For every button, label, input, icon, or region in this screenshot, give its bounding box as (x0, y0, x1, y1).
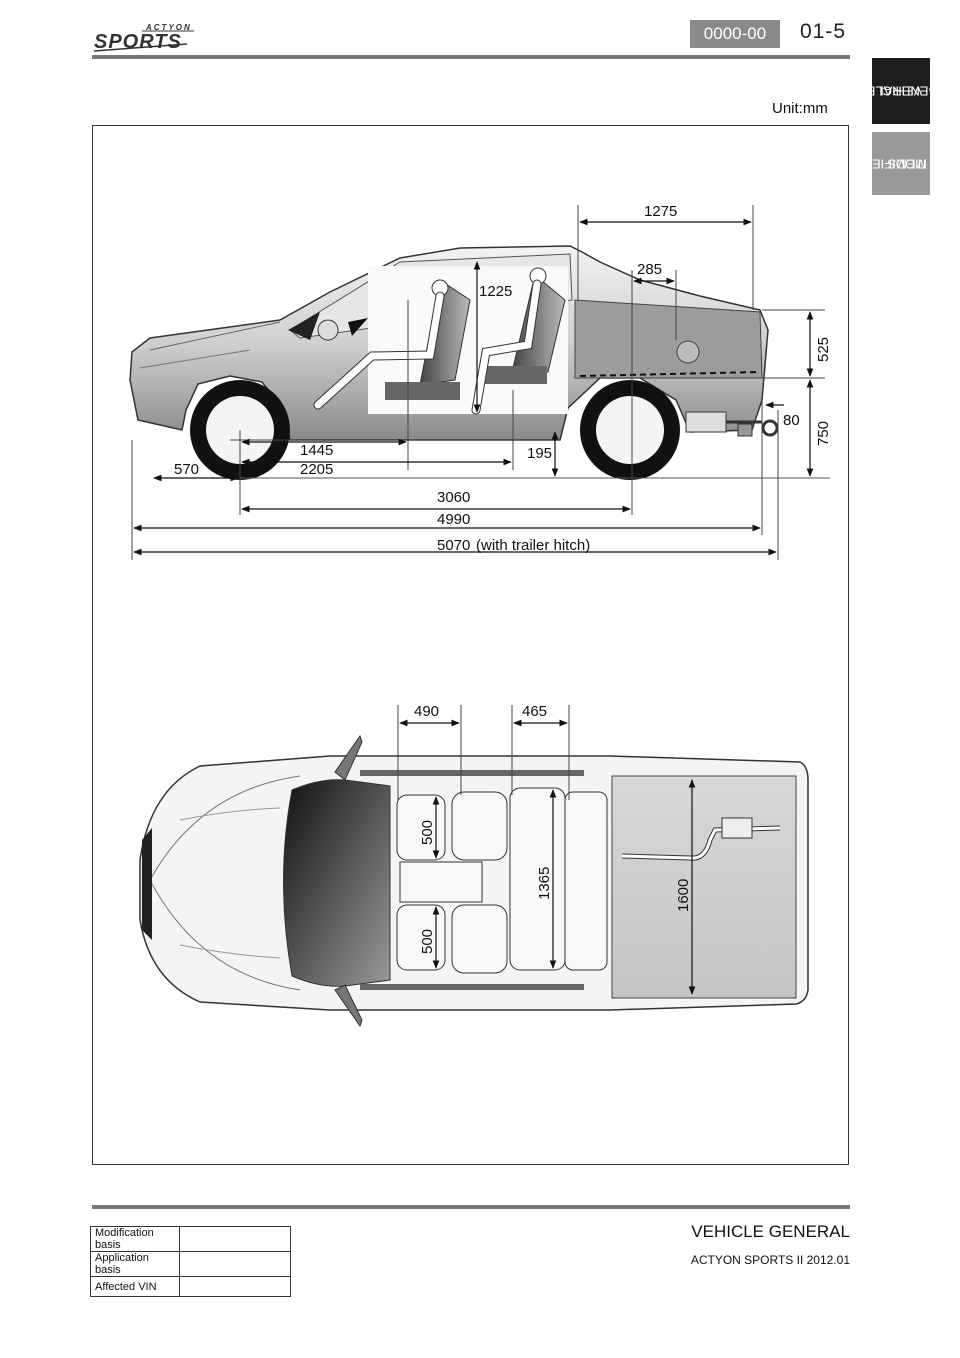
dim-2205: 2205 (300, 461, 333, 478)
dim-1600: 1600 (675, 879, 692, 912)
dim-500-front: 500 (419, 820, 436, 845)
table-row: Application basis (90, 1251, 291, 1277)
page-number: 01-5 (800, 20, 847, 43)
dim-500-rear: 500 (419, 929, 436, 954)
figure-frame (92, 125, 849, 1165)
actyon-sports-logo: ACTYON SPORTS (93, 23, 194, 53)
top-truck-bed (611, 775, 797, 999)
table-cell-value (179, 1226, 291, 1252)
table-row: Affected VIN (90, 1276, 291, 1297)
logo-brand-script: SPORTS (94, 31, 182, 53)
dim-195: 195 (527, 445, 552, 462)
table-cell-label: Affected VIN (90, 1276, 180, 1297)
side-view: 1275 285 1225 525 80 750 1445 195 570 22… (129, 203, 832, 560)
modification-basis-table: Modification basis Application basis Aff… (90, 1226, 291, 1297)
unit-label: Unit:mm (772, 100, 828, 117)
dim-1225: 1225 (479, 283, 512, 300)
rear-wheel (580, 380, 680, 480)
dim-3060: 3060 (437, 489, 470, 506)
dim-570: 570 (174, 461, 199, 478)
table-cell-value (179, 1276, 291, 1297)
logo-brand-top: ACTYON (145, 23, 192, 32)
table-row: Modification basis (90, 1226, 291, 1252)
dim-750: 750 (815, 421, 832, 446)
dim-80: 80 (783, 412, 800, 429)
dim-1445: 1445 (300, 442, 333, 459)
dim-1275: 1275 (644, 203, 677, 220)
footer-subtitle: ACTYON SPORTS II 2012.01 (690, 1253, 850, 1267)
table-cell-label: Application basis (90, 1251, 180, 1277)
top-windshield (283, 779, 391, 987)
footer-title: VEHICLE GENERAL (691, 1222, 850, 1241)
dim-285: 285 (637, 261, 662, 278)
dim-490: 490 (414, 703, 439, 720)
table-cell-label: Modification basis (90, 1226, 180, 1252)
dim-5070-note: (with trailer hitch) (476, 537, 590, 554)
dim-525: 525 (815, 337, 832, 362)
header-rule (92, 55, 850, 59)
dim-5070: 5070 (437, 537, 470, 554)
section-code-badge: 0000-00 (690, 20, 780, 48)
dim-1365: 1365 (536, 867, 553, 900)
trailer-hitch (685, 411, 779, 437)
top-view: 490 465 500 500 1365 1600 (139, 703, 809, 1028)
dim-465: 465 (522, 703, 547, 720)
table-cell-value (179, 1251, 291, 1277)
footer-rule (92, 1205, 850, 1209)
dim-4990: 4990 (437, 511, 470, 528)
